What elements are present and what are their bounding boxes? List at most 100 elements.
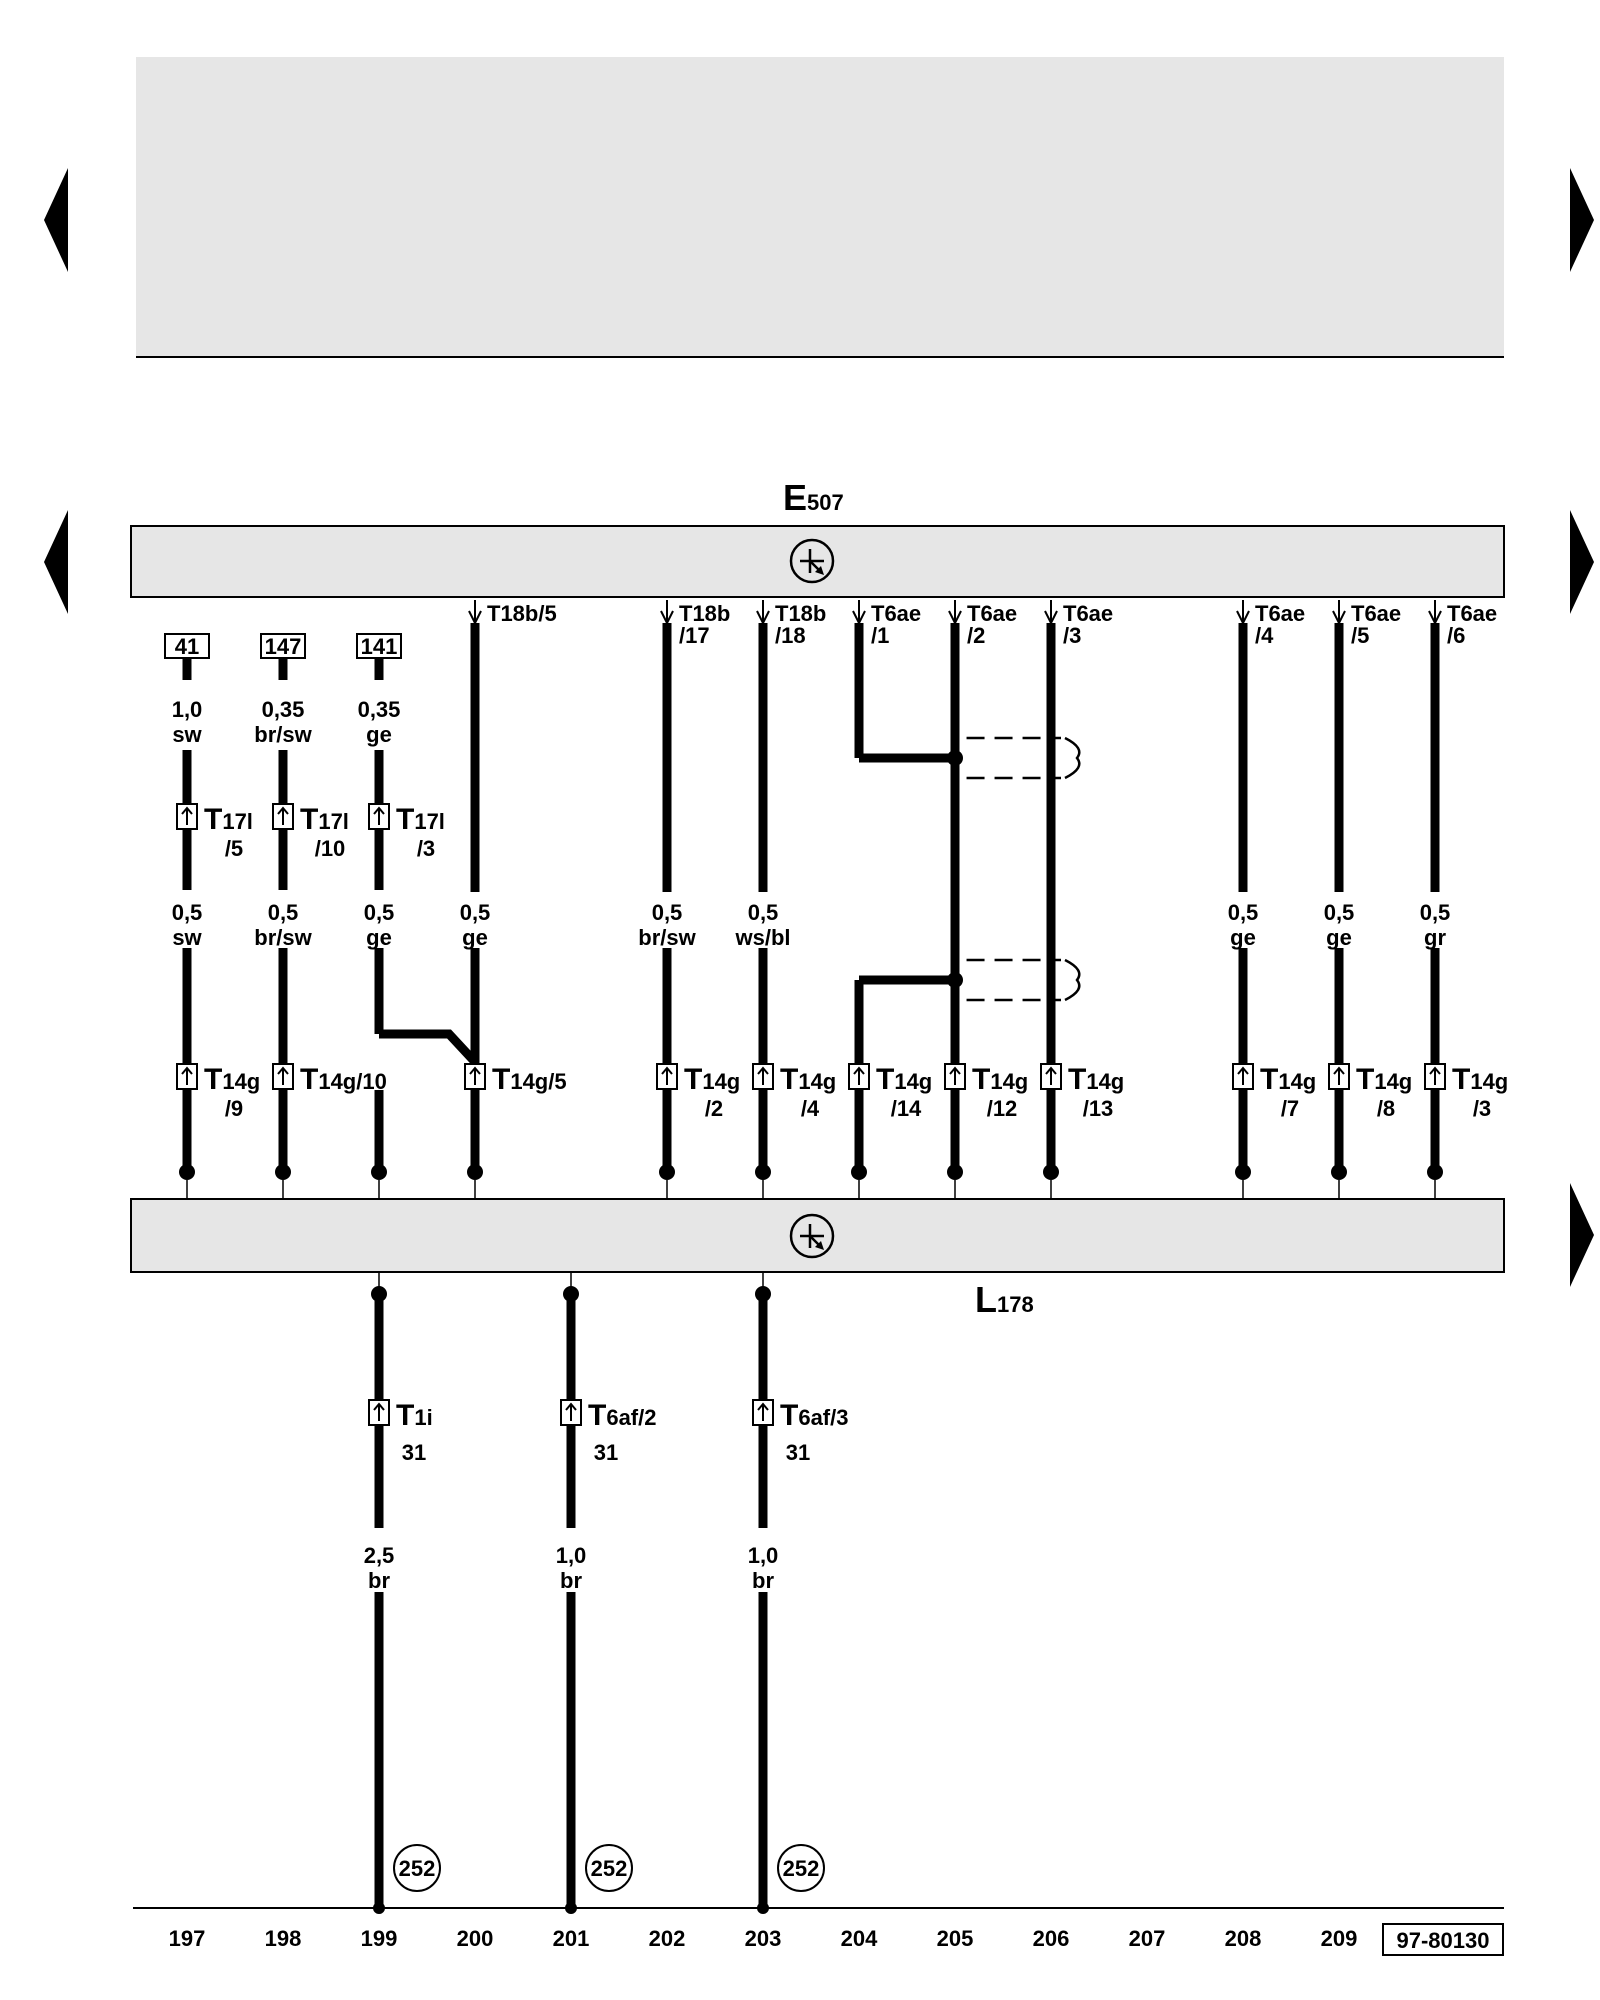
arrow-down-icon bbox=[756, 600, 770, 626]
terminal-pin-label: /18 bbox=[775, 623, 806, 648]
wire-size-label: 0,35 bbox=[358, 697, 401, 722]
wire-end-dot bbox=[659, 1164, 675, 1180]
wire-size-label: 1,0 bbox=[556, 1543, 587, 1568]
wire-end-dot bbox=[275, 1164, 291, 1180]
component-box bbox=[130, 525, 1505, 598]
wire-end-dot bbox=[851, 1164, 867, 1180]
wire-end-dot bbox=[371, 1164, 387, 1180]
connector-pin-icon bbox=[752, 1063, 774, 1090]
terminal-pin-label: /6 bbox=[1447, 623, 1465, 648]
connector-label: T14g bbox=[204, 1063, 260, 1096]
arrow-down-icon bbox=[1236, 600, 1250, 626]
wire-size-label: 0,5 bbox=[1228, 900, 1259, 925]
wire-color-label: ge bbox=[366, 925, 392, 950]
wire-size-label: 0,5 bbox=[748, 900, 779, 925]
nav-right-arrow-icon[interactable] bbox=[1570, 168, 1594, 272]
connector-pin-label: /12 bbox=[987, 1096, 1018, 1121]
wire bbox=[379, 1029, 479, 1066]
wire-color-label: sw bbox=[172, 925, 202, 950]
column-numbers: 1971981992002012022032042052062072082092… bbox=[133, 1907, 1504, 1956]
wire-size-label: 0,5 bbox=[268, 900, 299, 925]
wire-size-label: 0,5 bbox=[460, 900, 491, 925]
connector-label: T14g bbox=[1452, 1063, 1508, 1096]
connector-pin-icon bbox=[176, 803, 198, 830]
connector-label: T6af/2 bbox=[588, 1399, 656, 1432]
nav-right-arrow-icon[interactable] bbox=[1570, 1183, 1594, 1287]
source-box: 141 bbox=[356, 633, 402, 659]
connector-label: T14g bbox=[1260, 1063, 1316, 1096]
wire-size-label: 0,5 bbox=[1324, 900, 1355, 925]
column-number: 206 bbox=[1033, 1926, 1070, 1951]
connector-pin-icon bbox=[272, 803, 294, 830]
connector-pin-icon bbox=[944, 1063, 966, 1090]
wire-color-label: sw bbox=[172, 722, 202, 747]
terminal-pin-label: /3 bbox=[1063, 623, 1081, 648]
wire-end-dot bbox=[1427, 1164, 1443, 1180]
column-number: 200 bbox=[457, 1926, 494, 1951]
connector-pin-label: /9 bbox=[225, 1096, 243, 1121]
wire-size-label: 0,35 bbox=[262, 697, 305, 722]
illumination-symbol-icon bbox=[789, 1213, 835, 1259]
connector-pin-label: /13 bbox=[1083, 1096, 1114, 1121]
column-number: 202 bbox=[649, 1926, 686, 1951]
terminal-label: T6ae bbox=[1447, 601, 1497, 626]
source-ref: 141 bbox=[361, 634, 398, 659]
nav-right-arrow-icon[interactable] bbox=[1570, 510, 1594, 614]
terminal-label: T6ae bbox=[1063, 601, 1113, 626]
connector-pin-label: /14 bbox=[891, 1096, 922, 1121]
arrow-down-icon bbox=[852, 600, 866, 626]
lower-wires: T1i312,5br252T6af/2311,0br252T6af/3311,0… bbox=[364, 1272, 848, 1914]
connector-pin-label: /4 bbox=[801, 1096, 820, 1121]
connector-label: T14g bbox=[1068, 1063, 1124, 1096]
wire-size-label: 0,5 bbox=[364, 900, 395, 925]
illumination-symbol-icon bbox=[789, 538, 835, 584]
wire-end-dot bbox=[467, 1164, 483, 1180]
shield-sleeve bbox=[947, 736, 1081, 780]
wire-size-label: 2,5 bbox=[364, 1543, 395, 1568]
connector-pin-icon bbox=[368, 803, 390, 830]
column-number: 207 bbox=[1129, 1926, 1166, 1951]
nav-left-arrow-icon[interactable] bbox=[44, 168, 68, 272]
wire-end-dot bbox=[1043, 1164, 1059, 1180]
terminal-label: T6ae bbox=[871, 601, 921, 626]
component-e507: E507 bbox=[130, 477, 1505, 598]
doc-id-box bbox=[1382, 1923, 1504, 1956]
nav-left-arrow-icon[interactable] bbox=[44, 510, 68, 614]
doc-id: 97-80130 bbox=[1397, 1928, 1490, 1953]
connector-pin-icon bbox=[464, 1063, 486, 1090]
wire-end-dot bbox=[1235, 1164, 1251, 1180]
terminal-pin-label: /4 bbox=[1255, 623, 1274, 648]
connector-pin-label: /5 bbox=[225, 836, 243, 861]
connector-label: T6af/3 bbox=[780, 1399, 848, 1432]
upper-wires: 411,0swT17l/50,5swT14g/91470,35br/swT17l… bbox=[164, 600, 1508, 1199]
connector-label: T14g bbox=[684, 1063, 740, 1096]
connector-label: T14g bbox=[780, 1063, 836, 1096]
column-number: 204 bbox=[841, 1926, 878, 1951]
terminal-label: T18b bbox=[775, 601, 826, 626]
wire-end-dot bbox=[1331, 1164, 1347, 1180]
connector-pin-label: /3 bbox=[1473, 1096, 1491, 1121]
source-box: 147 bbox=[260, 633, 306, 659]
connector-label: T14g/5 bbox=[492, 1063, 567, 1096]
connector-pin-label: /7 bbox=[1281, 1096, 1299, 1121]
connector-label: T14g bbox=[1356, 1063, 1412, 1096]
wire-color-label: ge bbox=[1326, 925, 1352, 950]
connector-pin-icon bbox=[368, 1399, 390, 1426]
column-number: 197 bbox=[169, 1926, 206, 1951]
column-number: 205 bbox=[937, 1926, 974, 1951]
terminal-pin-label: /1 bbox=[871, 623, 889, 648]
wire-color-label: br bbox=[560, 1568, 582, 1593]
nav-arrows[interactable] bbox=[44, 168, 1594, 1287]
connector-pin-label: /3 bbox=[417, 836, 435, 861]
wire-color-label: ge bbox=[462, 925, 488, 950]
terminal-pin-label: /17 bbox=[679, 623, 710, 648]
page-reference: 252 bbox=[399, 1856, 436, 1881]
